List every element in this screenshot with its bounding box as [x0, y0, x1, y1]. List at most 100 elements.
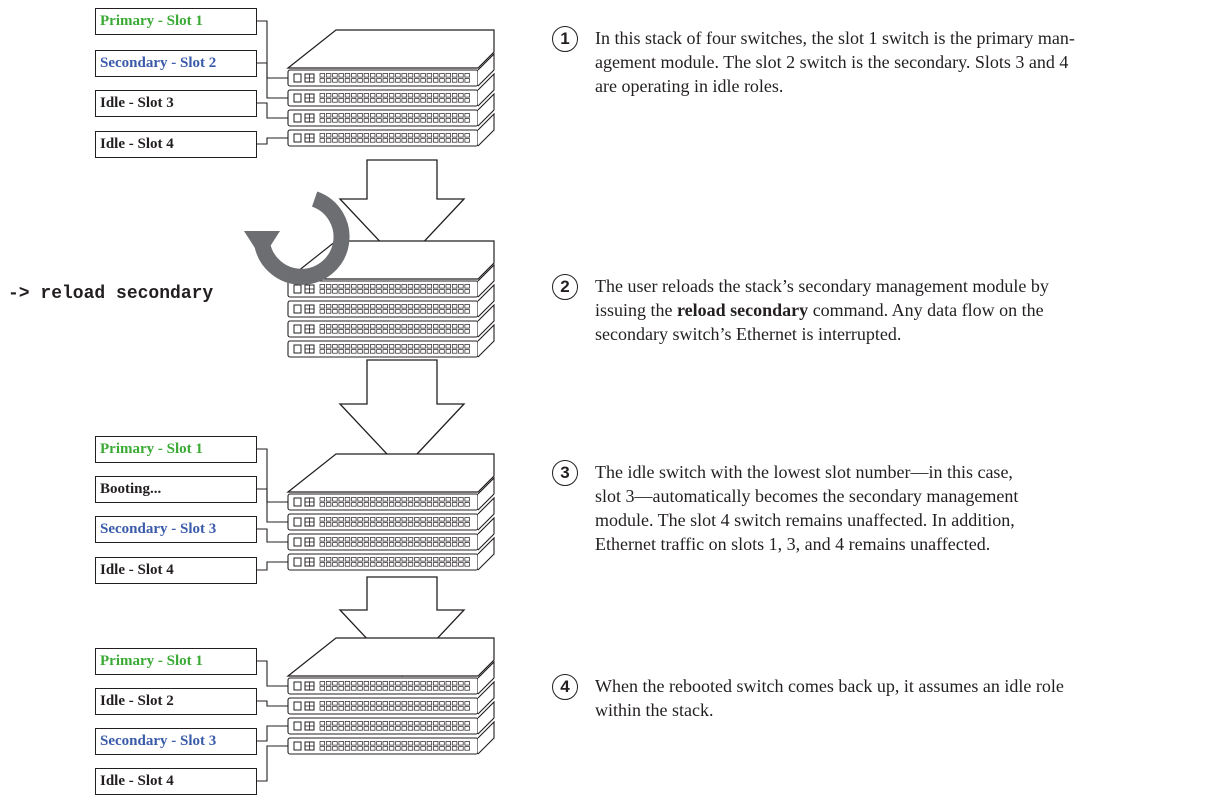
switch-side	[477, 263, 495, 298]
connector-line	[257, 745, 288, 782]
step-number: 1	[552, 26, 578, 52]
connector-line	[257, 725, 288, 742]
console-port-icon	[293, 324, 302, 334]
port-bank	[319, 681, 470, 691]
connector-line	[257, 137, 288, 145]
switch-unit	[287, 493, 479, 511]
console-port-icon	[293, 557, 302, 567]
port-bank	[319, 701, 470, 711]
stack-top	[286, 637, 495, 677]
port-bank	[319, 93, 470, 103]
switch-side	[477, 516, 495, 551]
slot-label-idle: Idle - Slot 4	[95, 131, 257, 158]
switch-side	[477, 323, 495, 358]
switch-unit	[287, 737, 479, 755]
switch-side	[477, 680, 495, 715]
step-text: The idle switch with the lowest slot num…	[595, 460, 1208, 556]
switch-unit	[287, 697, 479, 715]
slot-label-idle: Idle - Slot 4	[95, 557, 257, 584]
port-bank	[319, 557, 470, 567]
slot-label-primary: Primary - Slot 1	[95, 648, 257, 675]
switch-unit	[287, 717, 479, 735]
connector-line	[257, 102, 288, 119]
down-arrow	[338, 159, 466, 266]
connector-line	[257, 561, 288, 571]
port-bank	[319, 304, 470, 314]
console-port-icon	[293, 681, 302, 691]
switch-unit	[287, 69, 479, 87]
step-text: When the rebooted switch comes back up, …	[595, 674, 1208, 722]
switch-side	[477, 720, 495, 755]
arrow-head	[244, 231, 280, 259]
slot-label-idle: Idle - Slot 2	[95, 688, 257, 715]
switch-stack	[286, 240, 495, 358]
console-port-icon	[293, 741, 302, 751]
switch-unit	[287, 89, 479, 107]
slot-label-primary: Primary - Slot 1	[95, 436, 257, 463]
switch-side	[477, 52, 495, 87]
switch-unit	[287, 320, 479, 338]
switch-side	[477, 92, 495, 127]
slot-label-secondary: Secondary - Slot 2	[95, 50, 257, 77]
port-bank	[319, 284, 470, 294]
circular-arrow-icon	[244, 191, 350, 285]
port-bank	[319, 113, 470, 123]
slot-label-idle: Idle - Slot 4	[95, 768, 257, 795]
console-port-icon	[293, 93, 302, 103]
port-bank	[319, 133, 470, 143]
switch-unit	[287, 129, 479, 147]
stack-top	[286, 29, 495, 69]
port-bank	[319, 741, 470, 751]
step-number: 3	[552, 460, 578, 486]
stack-top	[286, 453, 495, 493]
switch-side	[477, 303, 495, 338]
switch-unit	[287, 677, 479, 695]
reload-command: -> reload secondary	[8, 284, 214, 304]
switch-side	[477, 476, 495, 511]
console-port-icon	[293, 701, 302, 711]
port-bank	[319, 517, 470, 527]
console-port-icon	[293, 113, 302, 123]
port-bank	[319, 497, 470, 507]
step-text-part: When the rebooted switch comes back up, …	[595, 676, 1064, 720]
switch-side	[477, 536, 495, 571]
step-text: In this stack of four switches, the slot…	[595, 26, 1208, 98]
port-bank	[319, 721, 470, 731]
switch-side	[477, 112, 495, 147]
switch-stack	[286, 29, 495, 147]
slot-label-secondary: Secondary - Slot 3	[95, 728, 257, 755]
console-port-icon	[293, 517, 302, 527]
switch-stack	[286, 453, 495, 571]
step-number: 2	[552, 274, 578, 300]
switch-unit	[287, 513, 479, 531]
connector-line	[257, 448, 288, 503]
console-port-icon	[293, 497, 302, 507]
console-port-icon	[293, 344, 302, 354]
connector-line	[257, 700, 288, 707]
step-text-part: The user reloads the stack’s secondary m…	[595, 276, 1049, 320]
step-text-part: In this stack of four switches, the slot…	[595, 28, 1075, 96]
port-bank	[319, 537, 470, 547]
connector-line	[257, 62, 288, 99]
slot-label-primary: Primary - Slot 1	[95, 8, 257, 35]
down-arrow	[338, 359, 466, 471]
console-port-icon	[293, 537, 302, 547]
slot-label-secondary: Secondary - Slot 3	[95, 516, 257, 543]
connector-line	[257, 20, 288, 79]
switch-stack	[286, 637, 495, 755]
console-port-icon	[293, 721, 302, 731]
slot-label-idle: Idle - Slot 3	[95, 90, 257, 117]
connector-line	[257, 528, 288, 543]
step-text-part: The idle switch with the lowest slot num…	[595, 462, 1019, 554]
connector-line	[257, 660, 288, 687]
switch-unit	[287, 553, 479, 571]
switch-unit	[287, 340, 479, 358]
slot-label-booting: Booting...	[95, 476, 257, 503]
console-port-icon	[293, 284, 302, 294]
step-text: The user reloads the stack’s secondary m…	[595, 274, 1208, 346]
switch-side	[477, 72, 495, 107]
switch-unit	[287, 280, 479, 298]
switch-unit	[287, 109, 479, 127]
